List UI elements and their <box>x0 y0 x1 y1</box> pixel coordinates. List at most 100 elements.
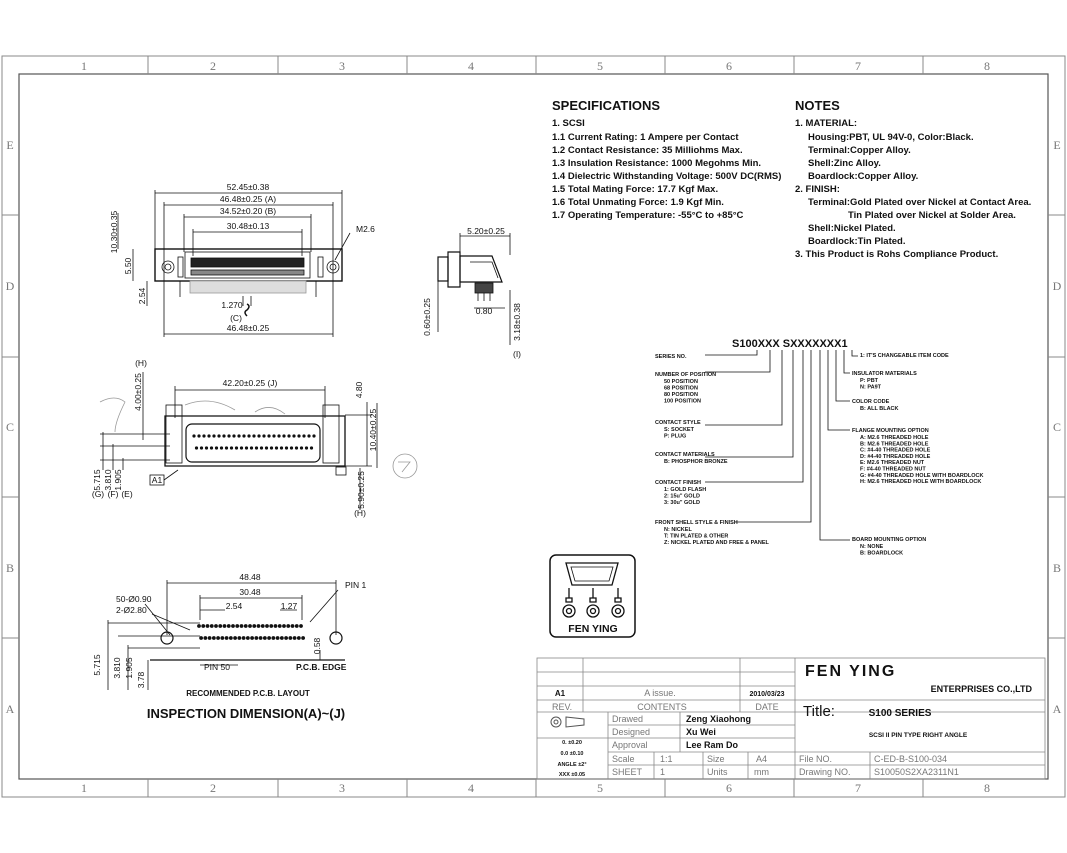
column-markers-bottom: 1 2 3 4 5 6 7 8 <box>81 781 990 795</box>
dim-label: 5.50 <box>123 257 133 274</box>
pcb-hole <box>265 624 269 628</box>
contact-pin <box>254 446 259 450</box>
spec-line: 1.2 Contact Resistance: 35 Milliohms Max… <box>552 145 743 156</box>
contact-pin <box>197 434 201 438</box>
dim-label: 2-Ø2.80 <box>116 605 147 615</box>
dim-label: 5.715 <box>92 654 102 676</box>
column-marker: 4 <box>468 781 474 795</box>
dim-label: 2.54 <box>137 287 147 304</box>
row-marker: A <box>1053 702 1062 716</box>
column-marker: 3 <box>339 59 345 73</box>
spec-line: 1.5 Total Mating Force: 17.7 Kgf Max. <box>552 184 718 195</box>
front-view-contacts <box>192 434 316 450</box>
dim-label: 2.54 <box>226 601 243 611</box>
notes-title: NOTES <box>795 98 840 113</box>
note-line: Shell:Zinc Alloy. <box>808 158 881 169</box>
designed-value: Xu Wei <box>686 727 716 737</box>
code-label-item: B: M2.6 THREADED HOLE <box>860 441 929 447</box>
column-marker: 7 <box>855 59 861 73</box>
pcb-hole <box>218 624 223 628</box>
units-value: mm <box>754 767 769 777</box>
contact-pin <box>304 446 309 450</box>
contact-pin <box>309 446 314 450</box>
contact-pin <box>307 434 311 438</box>
pcb-hole <box>235 624 240 628</box>
code-label-item: T: TIN PLATED & OTHER <box>664 534 728 540</box>
contact-pin <box>219 446 224 450</box>
tolerance-line: XXX ±0.05 <box>559 772 585 778</box>
pcb-hole <box>237 636 242 640</box>
pcb-hole <box>286 624 291 628</box>
contact-pin <box>237 434 241 438</box>
contact-pin <box>247 434 251 438</box>
code-label-item: 2: 15u" GOLD <box>664 494 700 500</box>
pcb-hole <box>275 636 280 640</box>
code-label-head: FLANGE MOUNTING OPTION <box>852 428 929 434</box>
designed-label: Designed <box>612 727 650 737</box>
dim-label: 50-Ø0.90 <box>116 594 152 604</box>
row-markers-left: E D C B A <box>6 138 15 716</box>
dim-label: (E) <box>121 489 133 499</box>
contact-pin <box>279 446 284 450</box>
pcb-hole <box>273 624 278 628</box>
note-line: Housing:PBT, UL 94V-0, Color:Black. <box>808 132 974 143</box>
pcb-hole <box>294 624 299 628</box>
tolerance-line: 0. ±0.20 <box>562 740 582 746</box>
dim-label: PIN 1 <box>345 580 367 590</box>
tolerance-line: 0.0 ±0.10 <box>561 751 584 757</box>
row-marker: A <box>6 702 15 716</box>
contents-label: CONTENTS <box>637 702 687 712</box>
column-marker: 6 <box>726 781 732 795</box>
contact-pin <box>302 434 306 438</box>
scale-value: 1:1 <box>660 754 673 764</box>
dim-label: 0.80 <box>476 306 493 316</box>
spec-line: 1. SCSI <box>552 118 585 129</box>
note-line: 1. MATERIAL: <box>795 118 857 129</box>
dim-label: 1.905 <box>124 657 134 679</box>
code-label-item: H: M2.6 THREADED HOLE WITH BOARDLOCK <box>860 479 981 485</box>
dim-label: 5.90±0.25 <box>356 471 366 509</box>
pcb-hole <box>222 624 227 628</box>
contact-pin <box>312 434 316 438</box>
code-label-head: COLOR CODE <box>852 399 890 405</box>
code-label-item: Z: NICKEL PLATED AND FREE & PANEL <box>664 540 770 546</box>
column-marker: 8 <box>984 59 990 73</box>
dim-label: 4.80 <box>354 381 364 398</box>
code-label-item: G: #4-40 THREADED HOLE WITH BOARDLOCK <box>860 473 983 479</box>
pcb-hole <box>211 636 216 640</box>
pcb-hole <box>299 624 303 628</box>
contact-pin <box>272 434 276 438</box>
row-marker: E <box>1053 138 1060 152</box>
pcb-hole <box>214 624 218 628</box>
projection-icon <box>550 716 585 728</box>
pcb-hole <box>271 636 276 640</box>
dim-label: 1.27 <box>281 601 298 611</box>
contact-pin <box>209 446 214 450</box>
pcb-hole <box>290 624 295 628</box>
code-label-item: 68 POSITION <box>664 386 698 392</box>
drawingno-value: S10050S2XA2311N1 <box>874 767 959 777</box>
pcb-hole <box>201 624 206 628</box>
pcb-hole <box>250 636 255 640</box>
code-label-item: B: BOARDLOCK <box>860 550 903 556</box>
contact-pin <box>207 434 211 438</box>
dim-label: 30.48 <box>239 587 261 597</box>
column-marker: 5 <box>597 781 603 795</box>
dim-label: 42.20±0.25 (J) <box>223 378 278 388</box>
code-label-item: N: PA9T <box>860 384 882 390</box>
rev-value: A1 <box>555 689 566 698</box>
pcb-layout-pins <box>197 624 305 640</box>
contact-pin <box>199 446 204 450</box>
dim-label: 1.270 <box>221 300 243 310</box>
scale-label: Scale <box>612 754 635 764</box>
dim-label: 5.715 <box>92 469 102 491</box>
dim-label: (G) <box>92 489 104 499</box>
code-label-item: B: PHOSPHOR BRONZE <box>664 459 728 465</box>
note-line: 3. This Product is Rohs Compliance Produ… <box>795 249 998 260</box>
drawed-label: Drawed <box>612 714 643 724</box>
layout-caption: RECOMMENDED P.C.B. LAYOUT <box>186 689 310 698</box>
fileno-value: C-ED-B-S100-034 <box>874 754 947 764</box>
specifications-block: SPECIFICATIONS 1. SCSI 1.1 Current Ratin… <box>552 98 781 221</box>
contact-pin <box>252 434 256 438</box>
code-label-item: N: NONE <box>860 544 884 550</box>
